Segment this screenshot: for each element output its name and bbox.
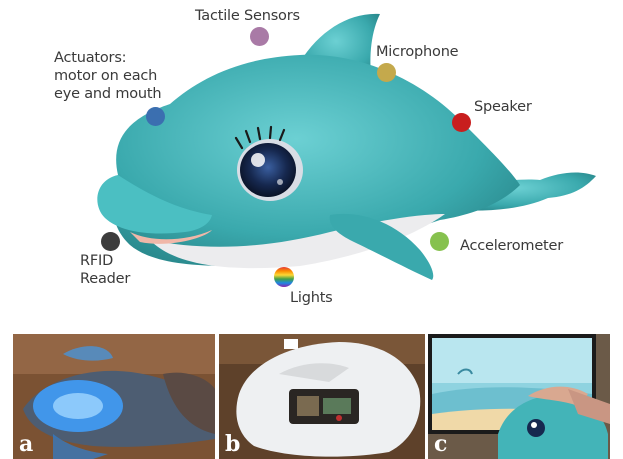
panel-letter-c: c — [434, 431, 447, 457]
actuators-label-line-1: Actuators: — [54, 50, 126, 67]
microphone-dot — [377, 63, 396, 82]
speaker-label: Speaker — [474, 99, 532, 116]
lights-label: Lights — [290, 290, 333, 307]
microphone-label: Microphone — [376, 44, 458, 61]
rfid-reader-dot — [101, 232, 120, 251]
tactile-sensors-label: Tactile Sensors — [195, 8, 300, 25]
actuators-label-line-2: motor on each — [54, 68, 157, 85]
actuators-label-line-3: eye and mouth — [54, 86, 161, 103]
speaker-dot — [452, 113, 471, 132]
dolphin-body — [113, 55, 520, 266]
photo-panel-a: a — [13, 334, 215, 459]
accelerometer-dot — [430, 232, 449, 251]
rfid-label-line-2: Reader — [80, 271, 130, 288]
panel-letter-b: b — [225, 431, 240, 457]
rfid-label-line-1: RFID — [80, 253, 113, 270]
accelerometer-label: Accelerometer — [460, 238, 563, 255]
actuators-dot — [146, 107, 165, 126]
eye-iris — [240, 143, 296, 197]
photo-panel-c: c — [428, 334, 610, 459]
tactile-sensors-dot — [250, 27, 269, 46]
lights-indicator-dot — [274, 267, 294, 287]
photo-panel-b: b — [219, 334, 425, 459]
panel-letter-a: a — [19, 431, 33, 457]
